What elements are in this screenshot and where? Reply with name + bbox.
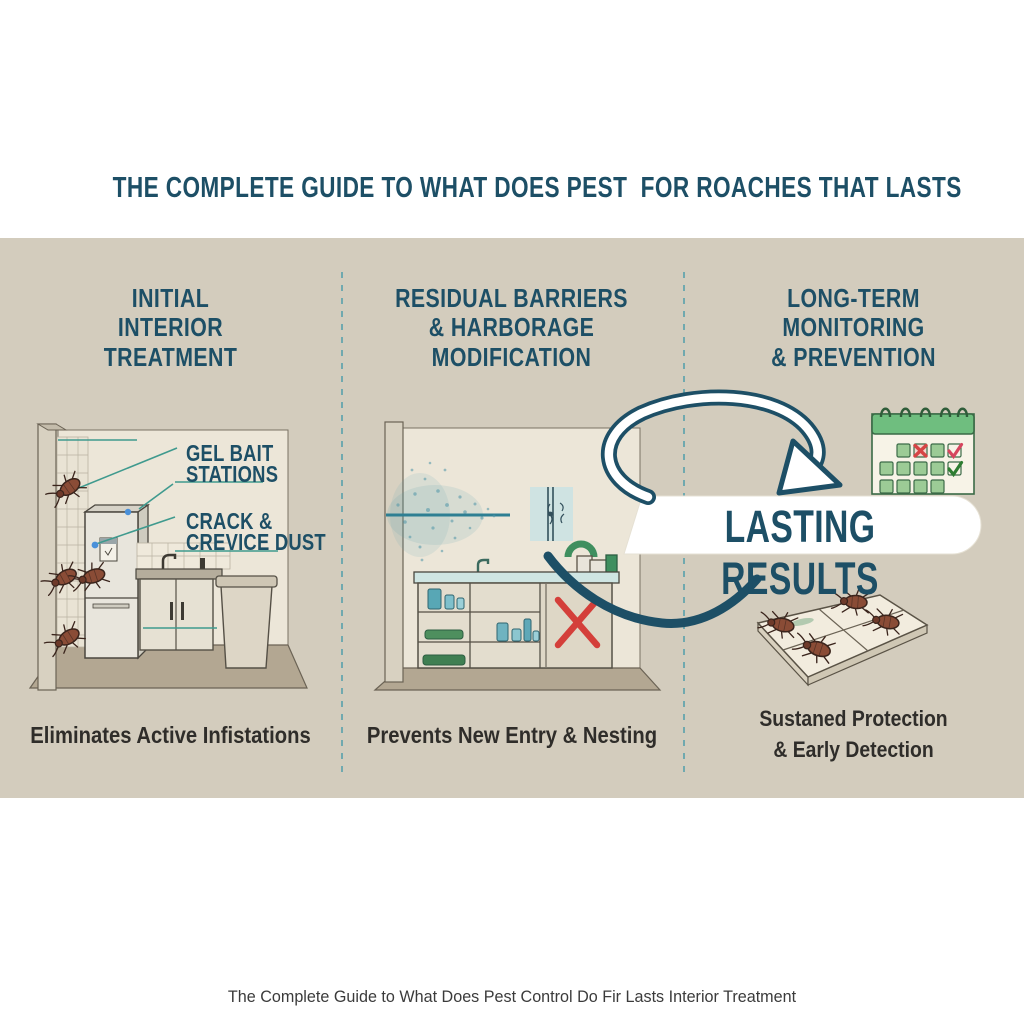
heading-line: MONITORING (782, 312, 925, 343)
heading-line: RESIDUAL BARRIERS (395, 283, 628, 313)
heading-line: MODIFICATION (431, 341, 592, 372)
heading-line: INTERIOR (117, 312, 224, 343)
caption-sustained-protection: Sustaned Protection & Early Detection (759, 706, 948, 762)
caption-eliminates-infestations: Eliminates Active Infistations (30, 722, 311, 748)
swirl-arrow-tail (543, 551, 762, 628)
swirl-arrow-icon (600, 389, 843, 505)
gel-bait-stations-label: GEL BAIT STATIONS (186, 440, 279, 487)
glue-trap-icon (756, 586, 929, 687)
caption-prevents-entry: Prevents New Entry & Nesting (366, 722, 658, 748)
crack-seal-icon (530, 487, 573, 541)
shelving-unit (413, 558, 620, 669)
spray-mist-icon (386, 461, 510, 562)
column-heading-residual-barriers: RESIDUAL BARRIERS & HARBORAGE MODIFICATI… (372, 283, 652, 372)
heading-line: LONG-TERM (787, 283, 920, 313)
results-banner (623, 495, 982, 555)
sink-counter (135, 542, 231, 651)
column-heading-initial-interior-treatment: INITIAL INTERIOR TREATMENT (31, 283, 311, 372)
red-x-icon (554, 596, 601, 649)
main-title: THE COMPLETE GUIDE TO WHAT DOES PEST FOR… (112, 172, 962, 204)
tile-wall (56, 436, 137, 648)
shelf-illustration (373, 421, 662, 691)
pipe-seal-icon (564, 540, 618, 580)
heading-line: TREATMENT (103, 341, 238, 372)
pointer-line (63, 447, 278, 552)
heading-line: & PREVENTION (771, 341, 936, 372)
heading-line: & HARBORAGE (428, 312, 595, 343)
crack-crevice-dust-label: CRACK & CREVICE DUST (186, 508, 326, 555)
calendar-icon (871, 407, 975, 495)
lasting-results-banner-label: LASTING RESULTS (721, 501, 879, 604)
footer-caption: The Complete Guide to What Does Pest Con… (227, 987, 797, 1006)
column-heading-long-term-monitoring: LONG-TERM MONITORING & PREVENTION (714, 283, 994, 372)
kitchen-illustration (28, 423, 308, 691)
trash-can (215, 575, 278, 669)
gel-bait-dot-icon (91, 508, 132, 549)
heading-line: INITIAL (131, 283, 210, 313)
